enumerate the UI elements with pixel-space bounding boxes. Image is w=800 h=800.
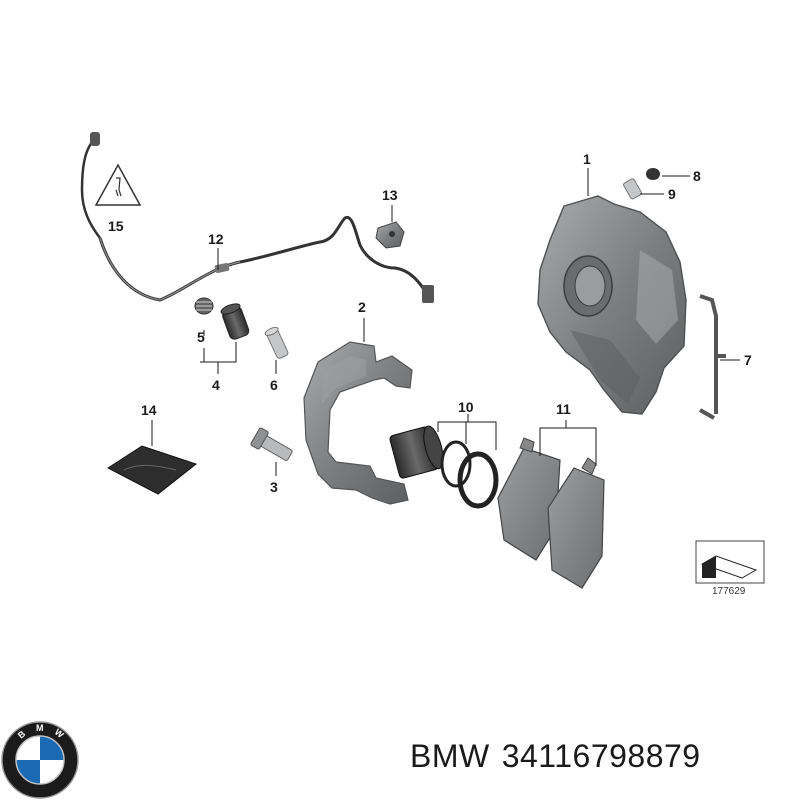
part-number: 34116798879 bbox=[501, 738, 701, 774]
callout-14: 14 bbox=[141, 402, 157, 418]
diagram-number: 177629 bbox=[712, 586, 746, 597]
warning-triangle-icon bbox=[94, 163, 142, 206]
wear-sensor-warning-part-15: 15 bbox=[80, 132, 142, 239]
sensor-bracket-part-13: 13 bbox=[375, 187, 405, 249]
cable-clip bbox=[214, 263, 230, 273]
grease-sachet-part-14: 14 bbox=[107, 402, 198, 495]
hex-bolt-part-3 bbox=[250, 427, 293, 461]
sensor-wire bbox=[80, 139, 101, 239]
svg-text:M: M bbox=[36, 723, 44, 733]
guide-pin-part-6 bbox=[264, 326, 289, 359]
diagram-reference-box: 177629 bbox=[695, 540, 765, 597]
logo-blue-quadrant-2 bbox=[16, 760, 40, 784]
callout-13: 13 bbox=[382, 187, 398, 203]
brake-pad-outer bbox=[547, 467, 605, 589]
svg-text:B: B bbox=[16, 728, 28, 740]
callout-1: 1 bbox=[583, 151, 591, 167]
callout-2: 2 bbox=[358, 299, 366, 315]
callout-9: 9 bbox=[668, 186, 676, 202]
bleeder-screw-part-9 bbox=[623, 178, 642, 200]
seal-ring-large bbox=[457, 451, 499, 509]
logo-blue-quadrant-1 bbox=[40, 736, 64, 760]
spring-strip bbox=[699, 294, 718, 414]
brake-wear-sensor-part-12: 12 bbox=[98, 215, 434, 303]
callout-4: 4 bbox=[212, 377, 220, 393]
callout-12: 12 bbox=[208, 231, 224, 247]
plug-symbol-icon bbox=[115, 177, 122, 197]
caliper-carrier-part-2: 2 bbox=[303, 299, 413, 505]
piston-seal-kit-part-10: 10 bbox=[389, 399, 499, 509]
retaining-spring-part-7: 7 bbox=[699, 294, 752, 420]
callout-3: 3 bbox=[270, 479, 278, 495]
brake-pads-part-11: 11 bbox=[497, 401, 605, 589]
callout-8: 8 bbox=[693, 168, 701, 184]
callout-11: 11 bbox=[556, 401, 571, 417]
bushing-part-4 bbox=[220, 303, 250, 340]
callout-7: 7 bbox=[744, 352, 752, 368]
brand-name: BMW bbox=[410, 738, 490, 774]
callout-6: 6 bbox=[270, 377, 278, 393]
brake-caliper-part-1: 1 bbox=[537, 151, 687, 415]
part-caption: BMW 34116798879 bbox=[410, 738, 701, 775]
sensor-connector bbox=[422, 285, 434, 303]
sachet-body bbox=[107, 445, 198, 495]
piston bbox=[389, 425, 444, 479]
callout-15: 15 bbox=[108, 218, 124, 234]
guide-bolt-group: 5 4 6 bbox=[194, 297, 289, 393]
dust-cap-part-8 bbox=[646, 168, 660, 180]
caliper-housing bbox=[537, 195, 687, 415]
callout-10: 10 bbox=[458, 399, 474, 415]
brake-pad-inner bbox=[497, 447, 561, 561]
bleeder-group: 8 9 bbox=[623, 168, 701, 202]
seal-ring-small bbox=[440, 440, 472, 488]
sensor-plug bbox=[90, 132, 100, 146]
bmw-logo: B M W bbox=[1, 721, 79, 799]
callout-5: 5 bbox=[197, 329, 205, 345]
